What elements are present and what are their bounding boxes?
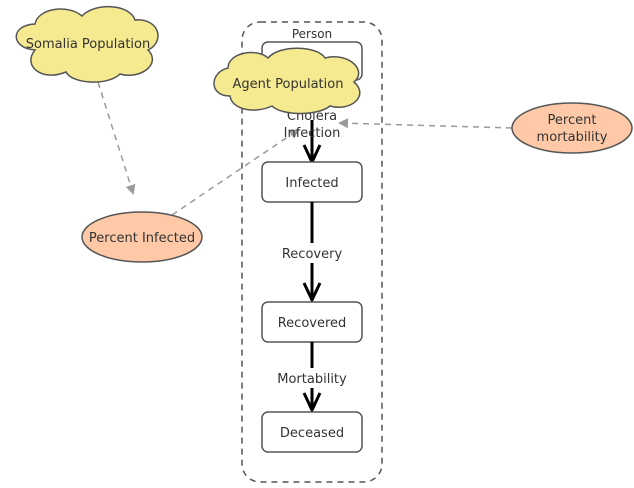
cloud-agent-label: Agent Population bbox=[233, 77, 344, 92]
cloud-somalia-population: Somalia Population bbox=[15, 5, 159, 83]
transition-mortability-label: Mortability bbox=[277, 372, 347, 387]
parameter-percent-infected-shape bbox=[81, 211, 203, 263]
transition-infection-label-line2: Infection bbox=[284, 126, 341, 141]
person-container-border bbox=[241, 21, 383, 483]
transition-mortability: Mortability bbox=[274, 342, 350, 412]
state-deceased-box bbox=[261, 411, 363, 453]
dashed-links bbox=[97, 81, 513, 216]
state-deceased-label: Deceased bbox=[280, 426, 344, 441]
transition-mortability-label-bg bbox=[274, 368, 350, 388]
parameter-percent-mortability-label-line1: Percent bbox=[548, 113, 597, 128]
parameter-percent-mortability: Percent mortability bbox=[511, 102, 633, 154]
person-container-label: Person bbox=[292, 27, 332, 41]
transition-recovery: Recovery bbox=[280, 202, 344, 302]
state-infected-label: Infected bbox=[285, 176, 338, 191]
person-container: Person bbox=[241, 21, 383, 483]
cloud-somalia-shape bbox=[15, 5, 159, 83]
cloud-agent-population: Agent Population bbox=[213, 47, 361, 115]
transition-cholera-infection: Cholera Infection bbox=[284, 109, 341, 164]
parameter-percent-infected-label: Percent Infected bbox=[89, 231, 195, 246]
parameter-percent-mortability-label-line2: mortability bbox=[537, 130, 608, 145]
transition-recovery-label: Recovery bbox=[282, 247, 343, 262]
link-percent-infected-to-infection bbox=[171, 128, 300, 216]
parameter-percent-mortability-shape bbox=[511, 102, 633, 154]
transition-recovery-label-bg bbox=[280, 243, 344, 263]
transition-mortability-arrowhead bbox=[302, 392, 322, 412]
parameter-percent-infected: Percent Infected bbox=[81, 211, 203, 263]
cloud-somalia-label: Somalia Population bbox=[26, 37, 150, 52]
link-percent-mortability-to-flow bbox=[338, 118, 513, 129]
state-recovered-label: Recovered bbox=[278, 316, 347, 331]
link-somalia-to-percent-infected bbox=[97, 81, 136, 195]
cloud-agent-shape bbox=[213, 47, 361, 115]
transition-recovery-arrowhead bbox=[302, 282, 322, 302]
